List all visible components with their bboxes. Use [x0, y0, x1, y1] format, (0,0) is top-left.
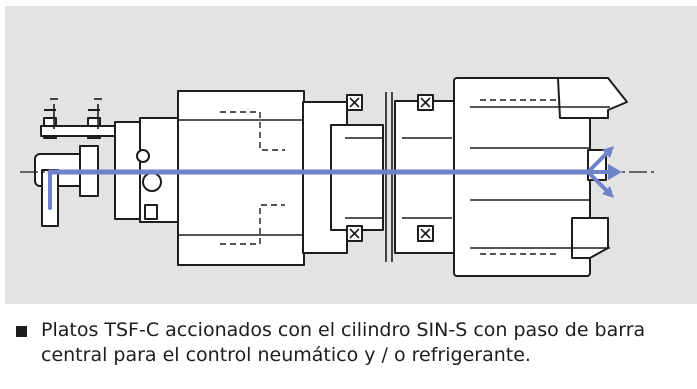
rotary-union [34, 109, 117, 227]
cylinder-housing [114, 90, 305, 266]
detail-lines [50, 92, 610, 262]
chuck-body [394, 77, 628, 277]
port-circle [136, 149, 150, 163]
hidden-lines [220, 99, 560, 255]
technical-drawing-panel [5, 6, 697, 304]
cross-section-drawing [20, 77, 655, 277]
bullet-square-icon [16, 326, 27, 337]
flow-arrows [602, 146, 622, 198]
port-circle [142, 172, 162, 192]
caption-text: Platos TSF-C accionados con el cilindro … [41, 319, 646, 366]
figure-caption: Platos TSF-C accionados con el cilindro … [16, 318, 676, 368]
draw-tube-adapter [302, 101, 384, 254]
